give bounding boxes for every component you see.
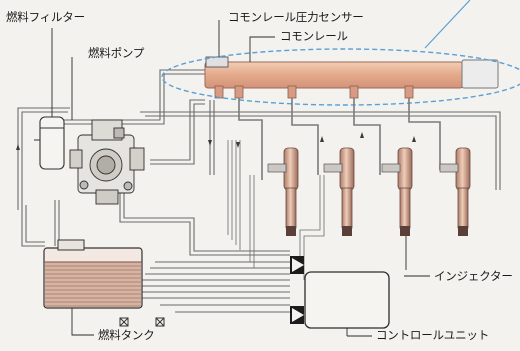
flow-arrows [16, 132, 416, 150]
fuel-filter [34, 116, 65, 170]
highlight-pointer [424, 0, 471, 49]
injector-1 [267, 147, 299, 236]
label-rail-pressure-sensor: コモンレール圧力センサー [228, 10, 364, 24]
high-pressure-lines [238, 98, 441, 180]
rail-highlight [161, 48, 520, 106]
label-fuel-filter: 燃料フィルター [6, 10, 85, 24]
label-common-rail: コモンレール [280, 29, 348, 43]
injector-2 [323, 147, 355, 236]
common-rail [204, 56, 499, 99]
label-fuel-tank: 燃料タンク [98, 328, 155, 342]
fuel-tank [43, 239, 143, 309]
label-fuel-pump: 燃料ポンプ [88, 46, 145, 60]
control-unit [290, 256, 390, 329]
injector-3 [381, 147, 413, 236]
leader-lines [51, 20, 430, 337]
label-control-unit: コントロールユニット [376, 328, 489, 342]
label-injector: インジェクター [434, 269, 513, 283]
sensor-symbols [119, 317, 165, 327]
injector-4 [439, 147, 471, 236]
fuel-pump [69, 119, 145, 205]
